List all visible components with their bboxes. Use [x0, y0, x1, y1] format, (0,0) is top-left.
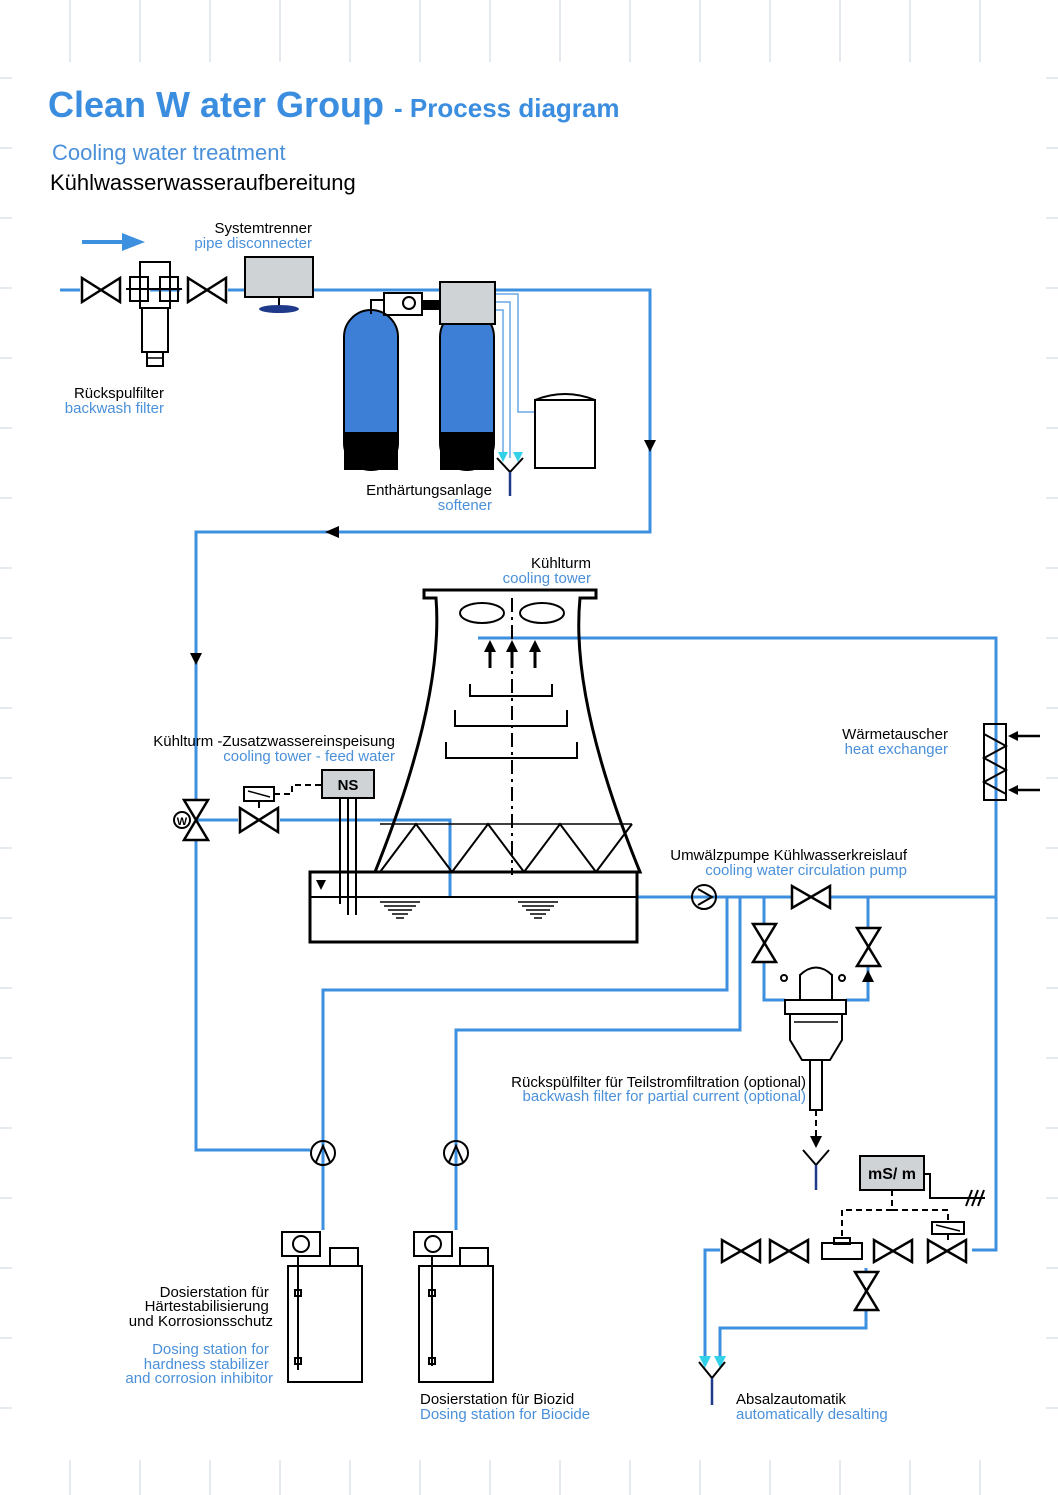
- heat-exchanger-label-en: heat exchanger: [845, 741, 948, 758]
- cooling-tower-label-de: Kühlturm: [531, 555, 591, 572]
- pipe-disconnecter-label-de: Systemtrenner: [214, 220, 312, 237]
- cooling-tower-unit: [308, 588, 643, 944]
- dosing-station-hardness: [281, 1231, 363, 1383]
- backwash-filter-label-en: backwash filter: [65, 400, 164, 417]
- partial-filter-label-de: Rückspülfilter für Teilstromfiltration (…: [511, 1074, 806, 1091]
- dosing-pumps: [310, 1140, 469, 1166]
- heat-exchanger-unit: [981, 723, 1040, 801]
- conductivity-label: mS/ m: [868, 1166, 916, 1183]
- desalting-unit: mS/ m: [698, 1155, 985, 1405]
- pipe-disconnecter-label-en: pipe disconnecter: [194, 235, 312, 252]
- feed-water-label-de: Kühlturm -Zusatzwassereinspeisung: [153, 733, 395, 750]
- page-title: Clean W ater Group- Process diagram: [48, 84, 619, 125]
- partial-filter-unit: [750, 922, 883, 1190]
- backwash-filter-label-de: Rückspulfilter: [74, 385, 164, 402]
- feed-water-label-en: cooling tower - feed water: [223, 748, 395, 765]
- dosing-station-biocide: [413, 1231, 494, 1383]
- subtitle-de: Kühlwasserwasseraufbereitung: [50, 170, 356, 195]
- circulation-pump-label-en: cooling water circulation pump: [705, 862, 907, 879]
- softener-label-de: Enthärtungsanlage: [366, 482, 492, 499]
- circulation-pump-unit: [691, 883, 832, 911]
- desalting-label-de: Absalzautomatik: [736, 1391, 847, 1408]
- softener-label-en: softener: [438, 497, 492, 514]
- dosing-hardness-label-de: Dosierstation für Härtestabilisierung un…: [129, 1284, 273, 1330]
- heat-exchanger-label-de: Wärmetauscher: [842, 726, 948, 743]
- flow-arrows: [82, 233, 726, 1368]
- backwash-filter-unit: [80, 261, 228, 367]
- level-switch-label: NS: [338, 777, 359, 794]
- feed-water-unit: W NS: [173, 769, 375, 915]
- cooling-tower-label-en: cooling tower: [503, 570, 591, 587]
- circulation-pump-label-de: Umwälzpumpe Kühlwasserkreislauf: [670, 847, 908, 864]
- softener-unit: [343, 281, 596, 496]
- partial-filter-label-en: backwash filter for partial current (opt…: [523, 1088, 806, 1105]
- pipe-disconnecter-unit: [244, 256, 314, 313]
- dosing-hardness-label-en: Dosing station for hardness stabilizer a…: [125, 1341, 273, 1387]
- desalting-label-en: automatically desalting: [736, 1406, 888, 1423]
- water-meter-label: W: [177, 816, 188, 828]
- subtitle-en: Cooling water treatment: [52, 140, 286, 165]
- dosing-biocide-label-de: Dosierstation für Biozid: [420, 1391, 574, 1408]
- dosing-biocide-label-en: Dosing station for Biocide: [420, 1406, 590, 1423]
